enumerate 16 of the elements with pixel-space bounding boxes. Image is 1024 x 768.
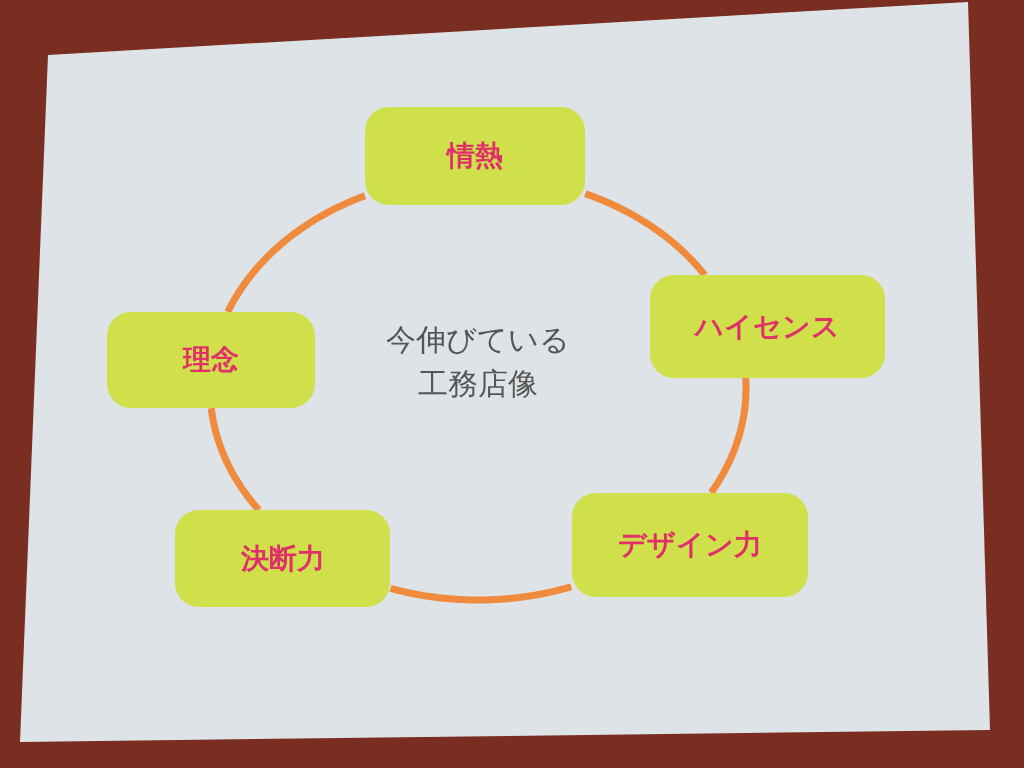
ring-arc	[582, 190, 708, 278]
box-label: 理念	[183, 342, 239, 378]
rounded-box	[650, 275, 885, 378]
rounded-box	[572, 493, 808, 597]
rounded-box	[107, 312, 315, 408]
box-label: ハイセンス	[695, 308, 840, 345]
rounded-box	[365, 107, 585, 205]
ring-arc	[707, 375, 750, 496]
center-text: 今伸びている工務店像	[385, 321, 571, 403]
box-label: デザイン力	[618, 527, 762, 563]
ring-arc	[388, 583, 574, 604]
ring-arc	[207, 405, 262, 513]
ring-arc	[224, 192, 368, 315]
box-label: 決断力	[240, 540, 325, 577]
rounded-box	[175, 510, 390, 607]
box-label: 情熱	[447, 138, 503, 174]
